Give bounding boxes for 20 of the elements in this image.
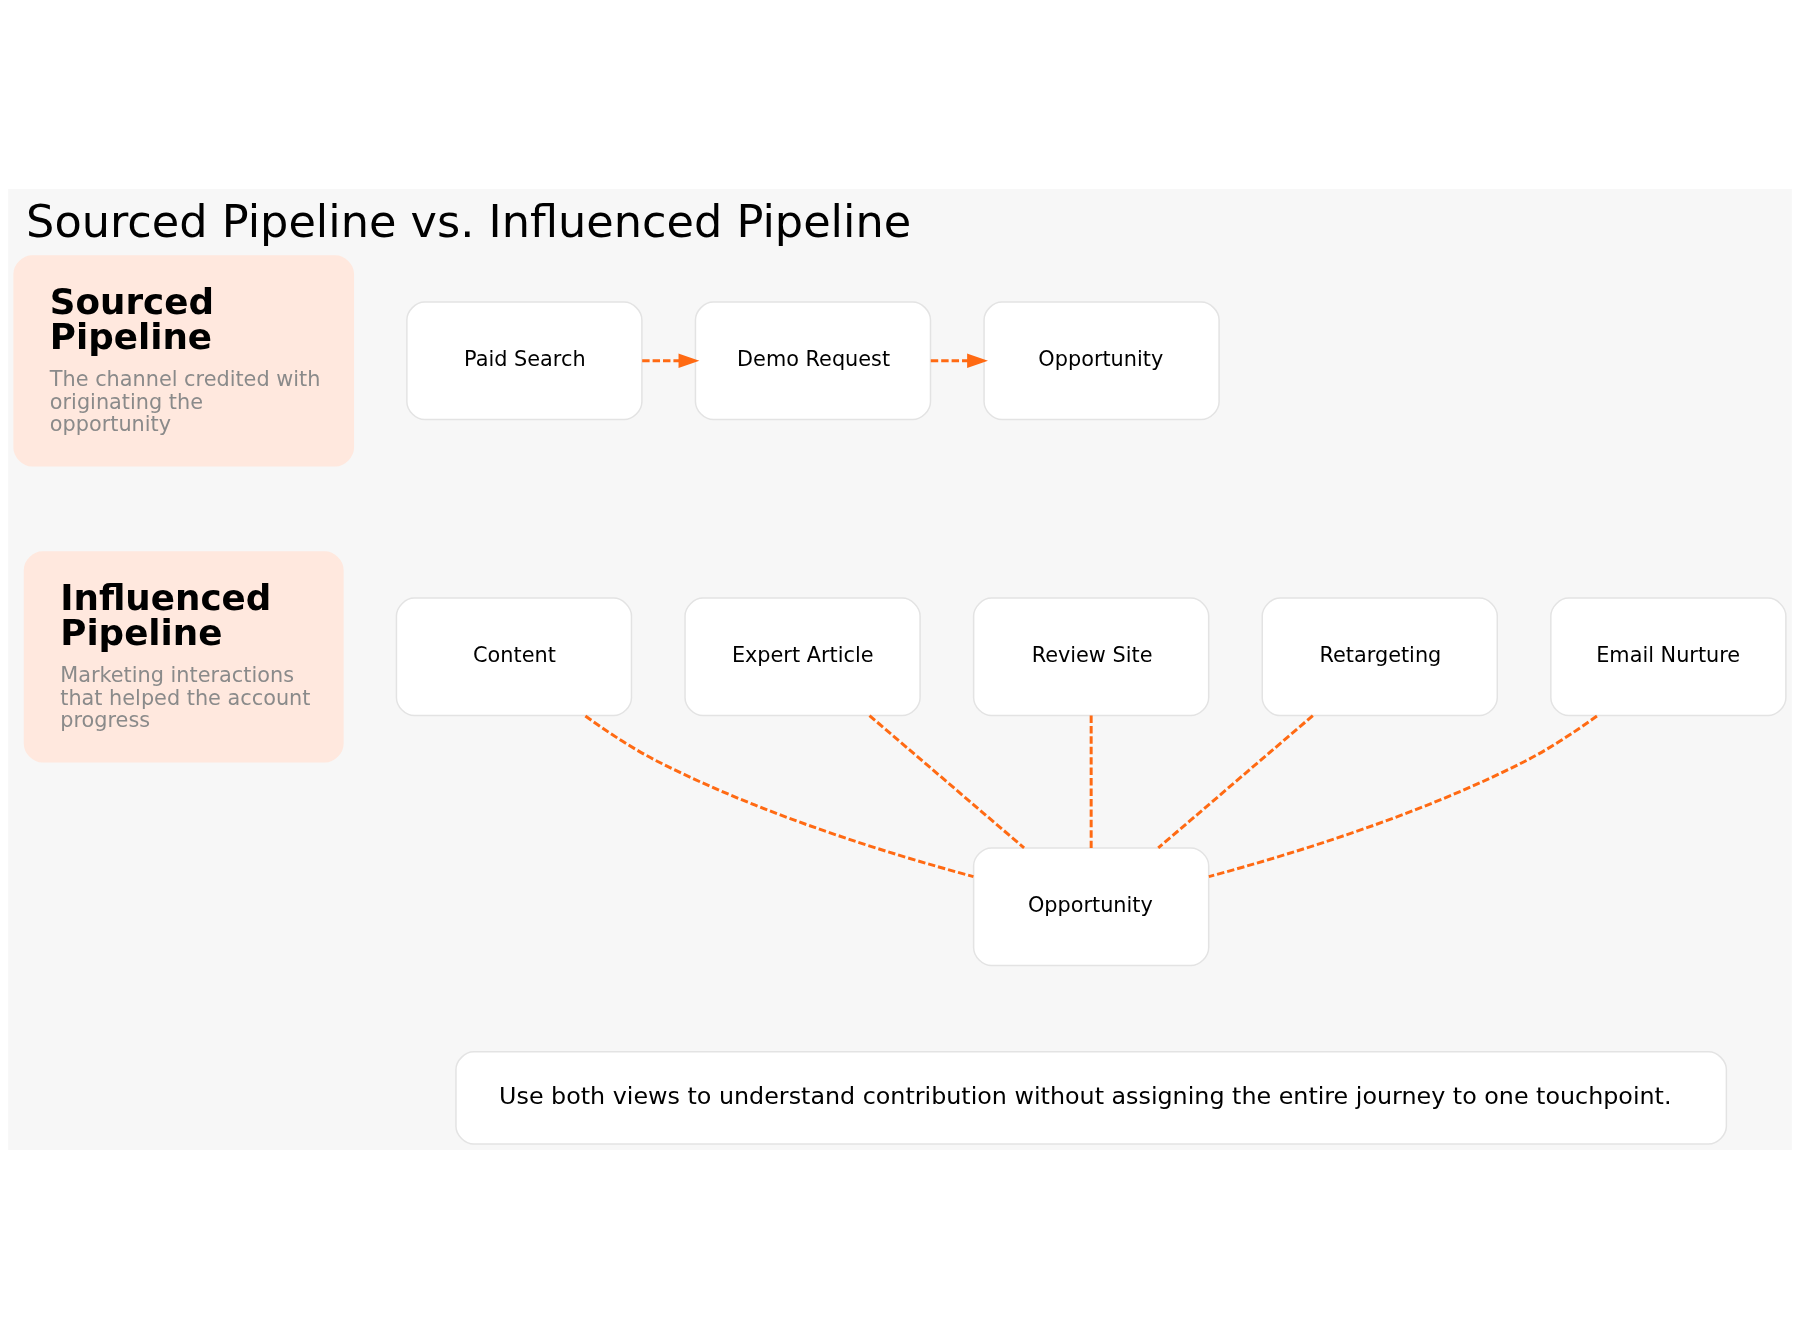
connector xyxy=(868,714,1026,849)
node-box: Opportunity xyxy=(983,300,1220,420)
node-box: Influenced Pipeline Marketing interactions that helped the account progress xyxy=(23,550,344,762)
arrow xyxy=(930,353,988,368)
node-box: Demo Request xyxy=(694,300,932,420)
node-box: Email Nurture xyxy=(1550,596,1787,716)
connector xyxy=(584,714,974,878)
node-box: Sourced Pipeline The channel credited with originating the opportunity xyxy=(13,254,355,466)
node-box: Paid Search xyxy=(406,300,643,420)
node-box: Use both views to understand contribution without assigning the entire journey to one touchpoint. xyxy=(455,1050,1728,1145)
diagram-title: Sourced Pipeline vs. Influenced Pipeline xyxy=(26,195,912,248)
node-box: Review Site xyxy=(972,596,1210,716)
connector xyxy=(1157,714,1314,849)
node-box: Expert Article xyxy=(684,596,921,716)
node-box: Retargeting xyxy=(1261,596,1499,716)
arrow xyxy=(642,353,700,368)
connector xyxy=(1089,715,1093,848)
node-box: Opportunity xyxy=(972,846,1210,966)
node-box: Content xyxy=(395,596,633,716)
connector xyxy=(1208,714,1598,878)
